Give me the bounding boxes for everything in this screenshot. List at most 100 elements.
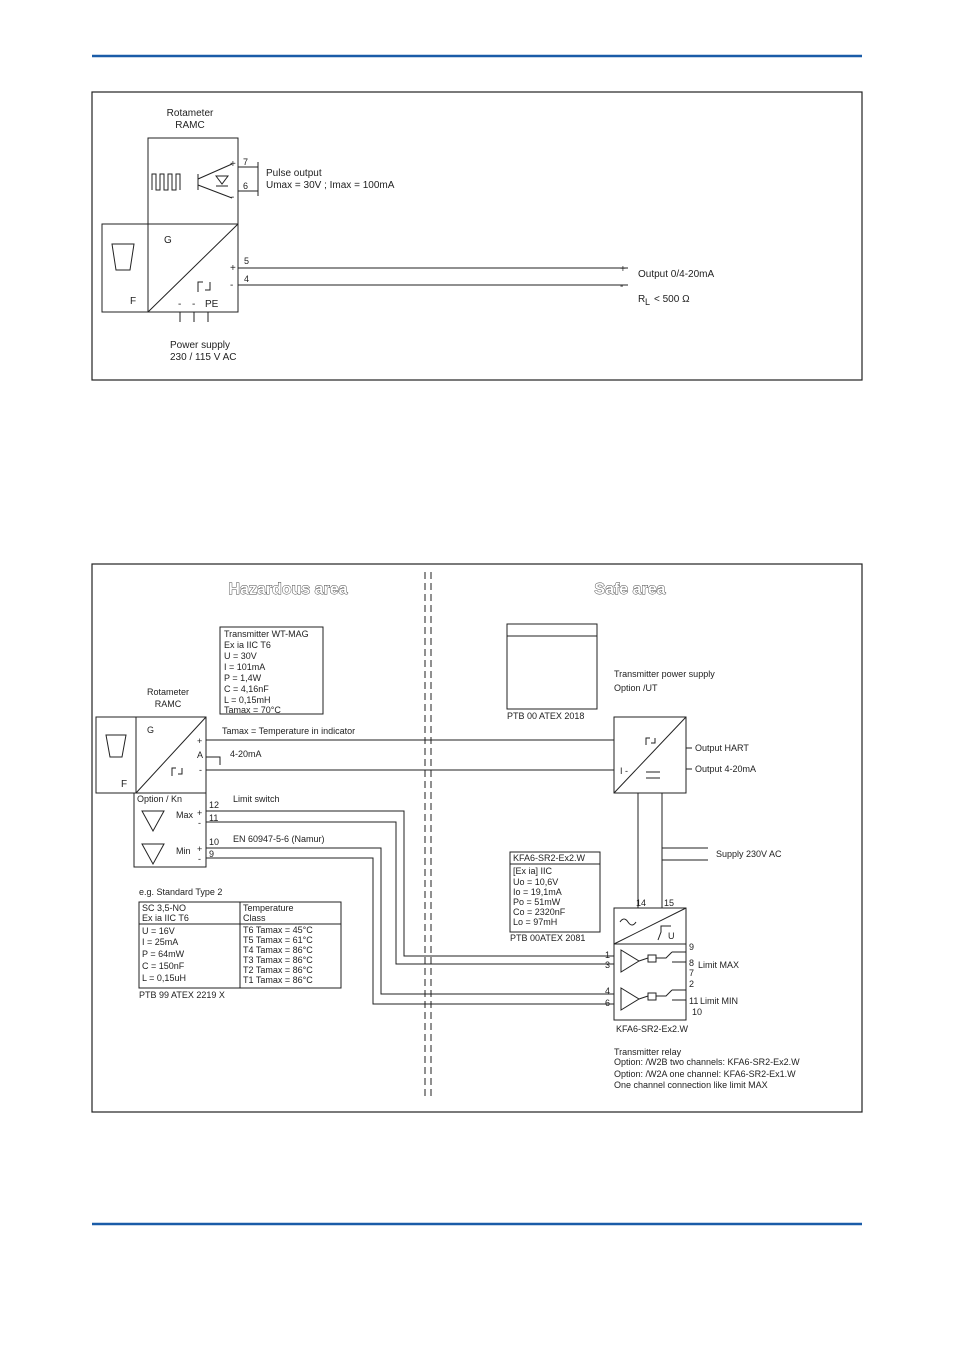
pulse-waveform-icon — [151, 173, 181, 191]
d1-out-plus: + — [230, 263, 236, 274]
d1-pulse-label: Pulse output — [266, 168, 322, 179]
ptb-sc: PTB 99 ATEX 2219 X — [139, 990, 225, 1000]
kfa-line-6: Lo = 97mH — [513, 917, 557, 927]
amplifier-max-icon — [620, 949, 640, 973]
tamax-note: Tamax = Temperature in indicator — [222, 726, 355, 736]
d1-out-minus: - — [230, 280, 233, 291]
power-supply-box — [613, 716, 687, 794]
pin-9: 9 — [209, 849, 214, 859]
relay-box — [613, 907, 687, 1021]
option-kn-label: Option / Kn — [137, 794, 182, 804]
relay-coil-min-icon — [647, 992, 657, 1001]
wt-line-7: Tamax = 70°C — [224, 705, 281, 715]
wt-line-2: U = 30V — [224, 651, 257, 661]
d1-term-minus2: - — [192, 299, 195, 310]
d2-g-label: G — [147, 725, 154, 735]
relay-in-6: 6 — [605, 998, 610, 1008]
sc-line-1: Ex ia IIC T6 — [142, 913, 189, 923]
temp-row-0: T6 Tamax = 45°C — [243, 925, 313, 935]
relay-in-1: 1 — [605, 950, 610, 960]
d1-pulse-rating: Umax = 30V ; Imax = 100mA — [266, 180, 395, 191]
d1-load-sub: L — [645, 297, 650, 307]
standard-caption: e.g. Standard Type 2 — [139, 887, 222, 897]
sc-line-6: L = 0,15uH — [142, 973, 186, 983]
ptb-ps: PTB 00 ATEX 2018 — [507, 711, 584, 721]
kfa-line-3: Io = 19,1mA — [513, 887, 562, 897]
wt-line-1: Ex ia IIC T6 — [224, 640, 271, 650]
d1-pin-6: 6 — [243, 181, 248, 191]
flow-cone-icon — [111, 243, 135, 271]
temp-row-1: T5 Tamax = 61°C — [243, 935, 313, 945]
d1-output-label: Output 0/4-20mA — [638, 269, 714, 280]
namur-sensor-max-icon — [141, 810, 165, 833]
d1-term-pe: PE — [205, 299, 219, 310]
relay-in-4: 4 — [605, 986, 610, 996]
ptb-certificate-box — [506, 623, 598, 710]
relay-coil-max-icon — [647, 954, 657, 963]
kfa-line-5: Co = 2320nF — [513, 907, 566, 917]
d2-rotameter-line2: RAMC — [155, 699, 182, 709]
hazardous-area-title: Hazardous area — [228, 581, 347, 598]
diagram1-frame — [91, 91, 863, 381]
d1-pin-7: 7 — [243, 157, 248, 167]
sc-line-3: I = 25mA — [142, 937, 178, 947]
d1-rotameter-line2: RAMC — [175, 120, 204, 131]
wt-line-3: I = 101mA — [224, 662, 265, 672]
ps-label: Transmitter power supply — [614, 669, 715, 679]
kfa-data-box — [509, 851, 601, 933]
d1-f-label: F — [130, 296, 136, 307]
kfa-line-2: Uo = 10,6V — [513, 877, 558, 887]
min-label: Min — [176, 846, 191, 856]
output-420: Output 4-20mA — [695, 764, 756, 774]
d2-f-label: F — [121, 779, 127, 790]
d2-term-minus: - — [199, 765, 202, 775]
ac-sine-icon — [619, 918, 637, 926]
namur-sensor-min-icon — [141, 843, 165, 866]
min-plus: + — [197, 844, 202, 854]
temp-row-5: T1 Tamax = 86°C — [243, 975, 313, 985]
ps-option: Option /UT — [614, 683, 658, 693]
temp-head-0: Temperature — [243, 903, 294, 913]
wt-line-6: L = 0,15mH — [224, 695, 270, 705]
d1-power-label: Power supply — [170, 340, 230, 351]
max-plus: + — [197, 808, 202, 818]
wt-line-5: C = 4,16nF — [224, 684, 269, 694]
safe-area-title: Safe area — [594, 581, 665, 598]
d2-flow-cone-icon — [105, 734, 127, 758]
relay-pin-15: 15 — [664, 898, 674, 908]
wt-line-0: Transmitter WT-MAG — [224, 629, 309, 639]
limit-min-label: Limit MIN — [700, 996, 738, 1006]
relay-out-9: 9 — [689, 942, 694, 952]
sqrt-icon — [657, 925, 671, 941]
d1-term-minus1: - — [178, 299, 181, 310]
d1-load-value: < 500 Ω — [654, 294, 690, 305]
limit-switch-label: Limit switch — [233, 794, 280, 804]
amplifier-min-icon — [620, 987, 640, 1011]
diagram-pulse-output: Rotameter RAMC + - 7 6 Pulse output Umax… — [91, 91, 863, 381]
en-note: EN 60947-5-6 (Namur) — [233, 834, 325, 844]
diagram2-frame — [91, 563, 863, 1113]
relay-note-0: Transmitter relay — [614, 1047, 682, 1057]
out-420-label: 4-20mA — [230, 749, 262, 759]
relay-in-3: 3 — [605, 960, 610, 970]
relay-pin-14: 14 — [636, 898, 646, 908]
current-source-icon — [197, 281, 211, 292]
d1-pin-4: 4 — [244, 274, 249, 284]
temp-row-3: T3 Tamax = 86°C — [243, 955, 313, 965]
pin-12: 12 — [209, 800, 219, 810]
max-minus: - — [198, 818, 201, 828]
limit-max-label: Limit MAX — [698, 960, 739, 970]
d2-term-plus: + — [197, 736, 202, 746]
sc-line-2: U = 16V — [142, 926, 175, 936]
d1-load-r: R — [638, 294, 645, 305]
d2-term-a: A — [197, 750, 203, 760]
d1-pin-5: 5 — [244, 256, 249, 266]
sc-line-0: SC 3,5-NO — [142, 903, 186, 913]
ptb-kfa: PTB 00ATEX 2081 — [510, 933, 585, 943]
d1-pulse-minus: - — [231, 192, 234, 203]
d1-flow-sensor-box — [101, 223, 149, 313]
d1-load-plus: + — [620, 264, 626, 275]
ps-current-icon — [645, 737, 656, 745]
d1-pulse-plus: + — [230, 159, 236, 170]
